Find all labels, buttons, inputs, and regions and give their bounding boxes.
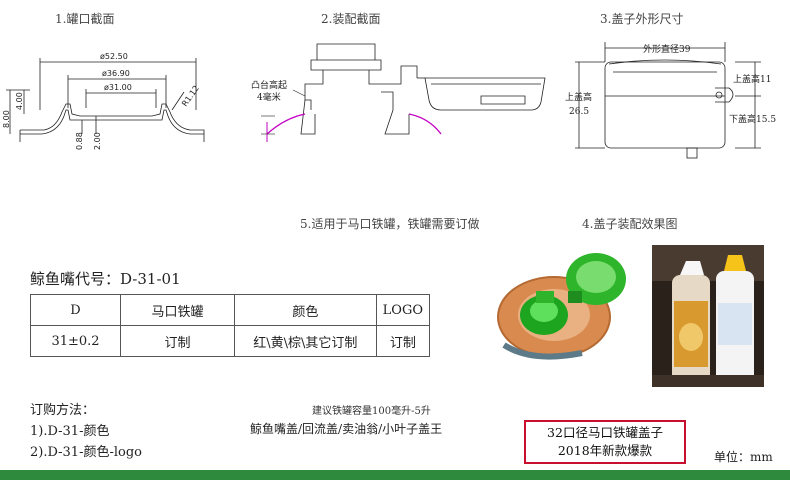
table-header-cell: 马口铁罐 [120, 294, 236, 326]
assembly-section-drawing: 凸台高起 4毫米 [251, 43, 546, 142]
dim-h-small: 0.88 [75, 132, 84, 150]
caption-applicable: 5.适用于马口铁罐，铁罐需要订做 [300, 217, 480, 231]
product-code: 鲸鱼嘴代号：D-31-01 [30, 270, 181, 288]
caption-cap-dimensions: 3.盖子外形尺寸 [600, 12, 684, 26]
label-bottom-height: 下盖高15.5 [729, 113, 776, 125]
table-cell: 红\黄\棕\其它订制 [234, 325, 377, 357]
cap-render-illustration [497, 253, 626, 360]
order-line-2: 2).D-31-颜色-logo [30, 445, 142, 460]
highlight-line-1: 32口径马口铁罐盖子 [547, 425, 663, 440]
dim-outer: ø52.50 [100, 52, 128, 61]
caption-can-section: 1.罐口截面 [55, 12, 115, 26]
label-outer-diameter: 外形直径39 [643, 43, 691, 55]
capacity-note: 建议铁罐容量100毫升-5升 [312, 406, 431, 417]
dim-h-upper: 4.00 [15, 92, 24, 110]
dim-h-lower: 2.00 [93, 132, 102, 150]
order-line-1: 1).D-31-颜色 [30, 424, 110, 439]
dim-radius: R1.12 [180, 84, 201, 108]
table-header-cell: LOGO [375, 294, 431, 326]
bottom-bar [0, 470, 790, 480]
spec-table: D 马口铁罐 颜色 LOGO 31±0.2 订制 红\黄\棕\其它订制 订制 [29, 294, 431, 357]
order-methods: 订购方法： 1).D-31-颜色 2).D-31-颜色-logo [30, 400, 142, 463]
label-cap-height: 上盖高 [565, 91, 592, 103]
products-note: 鲸鱼嘴盖/回流盖/卖油翁/小叶子盖王 [250, 422, 443, 436]
dim-inner: ø31.00 [104, 83, 132, 92]
label-boss-height-2: 4毫米 [257, 91, 281, 103]
caption-assembly-section: 2.装配截面 [321, 12, 381, 26]
label-top-height: 上盖高11 [733, 73, 771, 85]
dim-mid: ø36.90 [102, 69, 130, 78]
table-header-cell: 颜色 [234, 294, 377, 326]
cap-dimension-drawing: 外形直径39 上盖高 26.5 上盖高11 下盖高15.5 [565, 42, 776, 159]
table-cell: 订制 [120, 325, 236, 357]
label-boss-height-1: 凸台高起 [251, 79, 287, 91]
can-section-drawing: ø52.50 ø36.90 ø31.00 R1.12 8.00 4.00 0.8… [2, 52, 205, 150]
table-row: 31±0.2 订制 红\黄\棕\其它订制 订制 [29, 325, 431, 357]
dim-h-total: 8.00 [2, 110, 11, 128]
table-header-cell: D [29, 294, 122, 326]
table-cell: 31±0.2 [29, 325, 122, 357]
unit-label: 单位：mm [714, 450, 773, 464]
table-cell: 订制 [375, 325, 431, 357]
order-title: 订购方法： [30, 403, 96, 418]
label-cap-height-value: 26.5 [569, 107, 589, 117]
caption-effect: 4.盖子装配效果图 [582, 217, 678, 231]
table-header-row: D 马口铁罐 颜色 LOGO [29, 294, 431, 326]
can-photo-illustration [652, 245, 764, 387]
highlight-box: 32口径马口铁罐盖子 2018年新款爆款 [524, 420, 686, 464]
highlight-line-2: 2018年新款爆款 [557, 443, 653, 458]
